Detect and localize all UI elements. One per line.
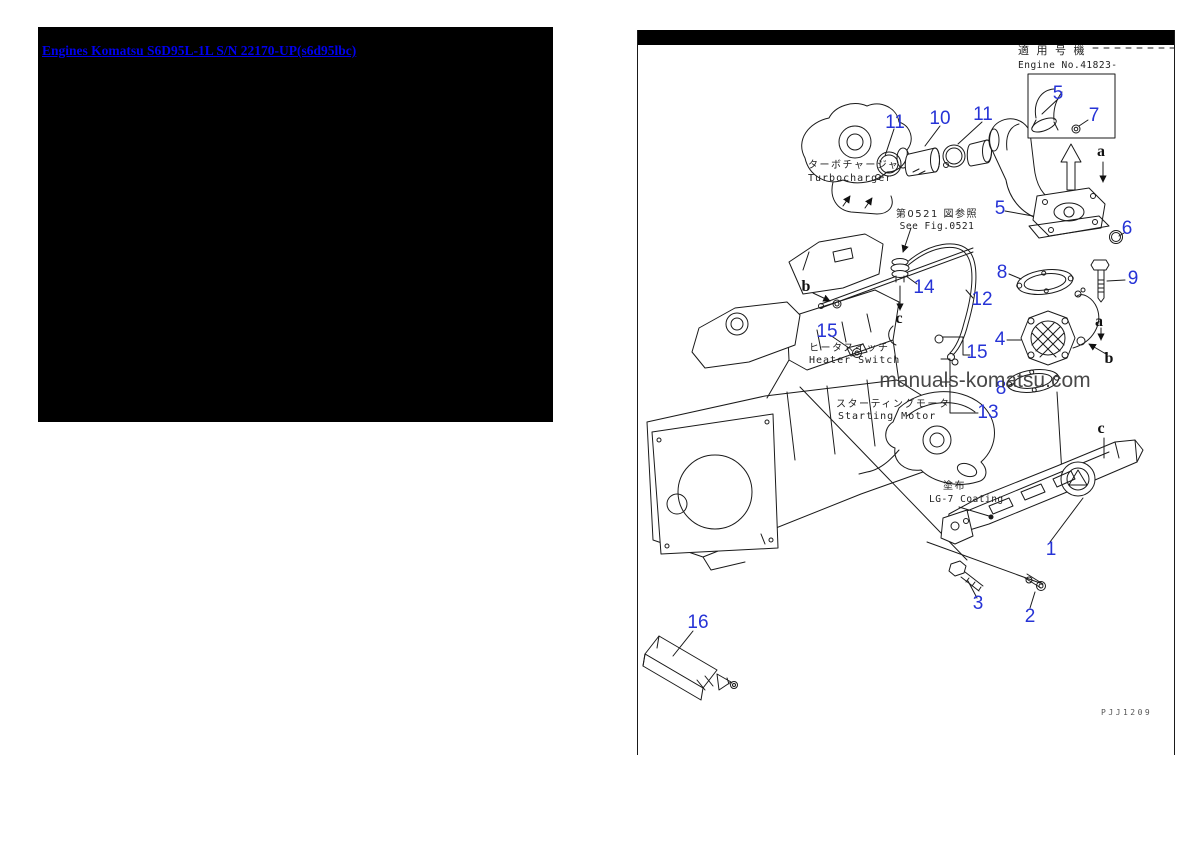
callout-4: 4 (995, 329, 1006, 350)
callout-2: 2 (1025, 606, 1036, 627)
starting-motor-label-jp: スターティングモータ (836, 397, 950, 410)
coating-label-jp: 塗布 (943, 479, 966, 492)
callout-3: 3 (973, 593, 984, 614)
marker-b-right: b (1105, 350, 1114, 367)
callout-7: 7 (1089, 105, 1100, 126)
diagram-frame (637, 30, 1175, 755)
callout-15-left: 15 (816, 321, 837, 342)
turbocharger-art (801, 103, 912, 215)
marker-a-top: a (1097, 143, 1105, 160)
air-elbow-part (988, 118, 1125, 244)
heater-switch-part-right (934, 334, 971, 356)
callout-14: 14 (913, 277, 935, 298)
turbocharger-label-jp: ターボチャージャ (808, 159, 899, 171)
marker-b-left: b (802, 278, 811, 295)
callout-5-inset: 5 (1053, 83, 1064, 104)
heater-switch-part-left (829, 334, 868, 358)
parts-catalog-link[interactable]: Engines Komatsu S6D95L-1L S/N 22170-UP(s… (42, 43, 357, 58)
callout-6: 6 (1122, 218, 1133, 239)
view-markers: a b c a b c (802, 143, 1114, 437)
engine-mount-bracket (926, 437, 1144, 609)
starting-motor-label-en: Starting Motor (838, 411, 936, 422)
callout-15-right: 15 (966, 342, 987, 363)
marker-a-right: a (1095, 313, 1103, 330)
site-watermark: manuals-komatsu.com (879, 369, 1090, 392)
part-callouts: 11 10 11 5 7 5 6 8 9 14 12 15 15 4 8 13 … (687, 83, 1138, 633)
parts-diagram: 適 用 号 機 Engine No.41823- ターボチャージャ Turboc… (637, 30, 1175, 755)
applicability-label-jp: 適 用 号 機 (1018, 43, 1087, 57)
view-arrow-a-top (1060, 143, 1107, 191)
callout-8-bottom: 8 (996, 378, 1007, 399)
marker-c-left: c (895, 310, 902, 327)
see-fig-label-jp: 第0521 図参照 (896, 207, 978, 220)
parts-diagram-panel: 適 用 号 機 Engine No.41823- ターボチャージャ Turboc… (637, 30, 1175, 755)
coating-label-en: LG-7 Coating (929, 494, 1004, 505)
heater-switch-label-jp: ヒータスイッチ (809, 342, 890, 354)
sealant-tube-part (642, 630, 738, 701)
callout-9: 9 (1128, 268, 1139, 289)
heater-switch-label-en: Heater Switch (809, 355, 900, 366)
turbocharger-label-en: Turbocharger (808, 173, 892, 184)
callout-16: 16 (687, 612, 708, 633)
heater-pipe-parts (812, 227, 977, 366)
callout-11-a: 11 (885, 112, 905, 133)
heater-mount-parts (1006, 259, 1126, 475)
see-fig-label-en: See Fig.0521 (900, 221, 975, 232)
callout-8-top: 8 (997, 262, 1008, 283)
callout-5: 5 (995, 198, 1006, 219)
callout-11-b: 11 (973, 104, 993, 125)
callout-12: 12 (971, 289, 992, 310)
reference-inset-box (1027, 73, 1116, 139)
link-panel: Engines Komatsu S6D95L-1L S/N 22170-UP(s… (38, 27, 553, 422)
marker-c-right: c (1097, 420, 1104, 437)
intake-hose-parts (875, 121, 992, 180)
drawing-number: PJJ1209 (1101, 708, 1152, 717)
callout-1: 1 (1046, 539, 1057, 560)
valve-cover-part (788, 233, 884, 309)
callout-13: 13 (977, 402, 998, 423)
callout-10: 10 (929, 108, 950, 129)
starting-motor-art (858, 358, 995, 485)
applicability-label-en: Engine No.41823- (1018, 60, 1118, 71)
engine-block-art (646, 289, 968, 571)
